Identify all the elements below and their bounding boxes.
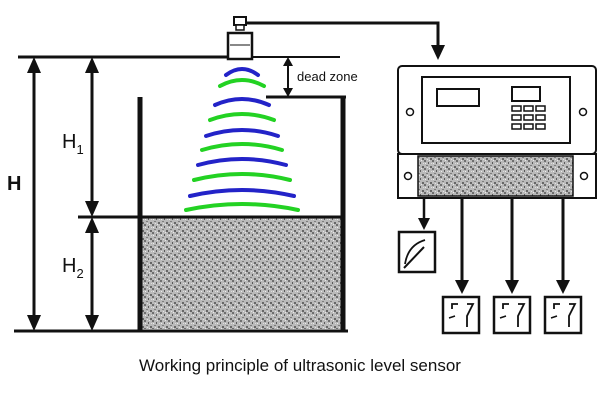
label-h2-sub: 2: [76, 266, 83, 281]
transmitter-keypad: [511, 86, 546, 130]
sensor-cable: [246, 21, 445, 60]
label-h1-main: H: [62, 131, 76, 153]
ultrasonic-sensor: [226, 16, 254, 61]
wave-arc: [204, 128, 280, 138]
ultrasonic-waves: [184, 67, 300, 212]
wave-arc: [208, 112, 276, 122]
wave-arc: [192, 172, 292, 182]
h2-dimension-arrow: [85, 217, 99, 331]
tank: [137, 97, 346, 331]
analog-meter-icon: [397, 230, 437, 274]
label-h: H: [7, 173, 21, 195]
transmitter-display: [436, 88, 480, 107]
dead-zone-arrow: [283, 57, 293, 97]
wave-arc: [196, 157, 288, 167]
label-h1: H1: [62, 131, 84, 157]
wave-arc: [224, 67, 260, 77]
transmitter-unit: [397, 65, 597, 199]
caption: Working principle of ultrasonic level se…: [139, 356, 461, 375]
label-h2: H2: [62, 255, 84, 281]
label-h2-main: H: [62, 255, 76, 277]
wave-arc: [200, 142, 284, 152]
terminal-block: [417, 155, 574, 197]
h-dimension-arrow: [27, 57, 41, 331]
liquid-fill: [140, 217, 343, 329]
output-connections: [418, 198, 570, 294]
h1-dimension-arrow: [85, 57, 99, 217]
relay-3-icon: [543, 295, 583, 335]
relay-2-icon: [492, 295, 532, 335]
wave-arc: [213, 97, 271, 107]
label-h1-sub: 1: [76, 142, 83, 157]
wave-arc: [184, 202, 300, 212]
wave-arc: [188, 188, 296, 198]
wave-arc: [218, 78, 266, 88]
relay-1-icon: [441, 295, 481, 335]
label-dead-zone: dead zone: [297, 69, 358, 84]
